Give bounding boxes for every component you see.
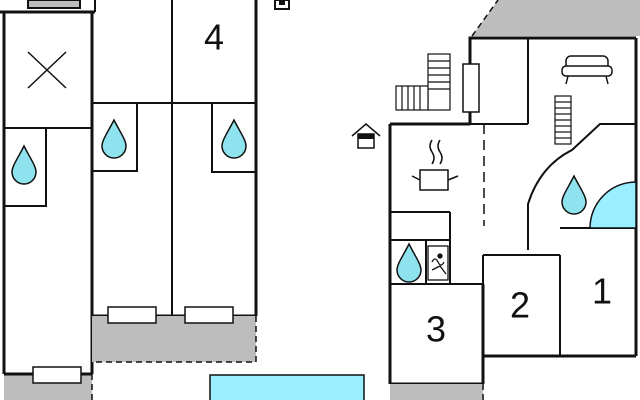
room-number-4: 4 [204,17,224,58]
right-top-terrace [472,0,640,36]
pot-icon [411,139,459,191]
window-icon [184,306,234,324]
room-number-2: 2 [510,285,530,326]
left-terrace-middle [92,316,256,362]
cross-icon [27,51,67,89]
water-drop-icon [221,118,247,159]
water-drop-icon [101,118,127,159]
right-terrace-bottom [390,384,483,400]
window-icon [32,366,82,384]
house-icon [351,123,381,149]
top-terrace [27,0,81,9]
water-drop-icon [561,174,587,215]
pool [209,374,365,400]
room-number-3: 3 [426,309,446,350]
window-icon [462,63,480,113]
sauna-icon [427,245,449,281]
hot-tub [589,181,637,229]
stairs-icon [554,95,572,145]
sofa-icon [561,55,613,85]
water-drop-icon [11,144,37,185]
stairs-icon [395,53,451,111]
window-icon [107,306,157,324]
water-drop-icon [396,242,422,283]
room-number-1: 1 [592,271,612,312]
